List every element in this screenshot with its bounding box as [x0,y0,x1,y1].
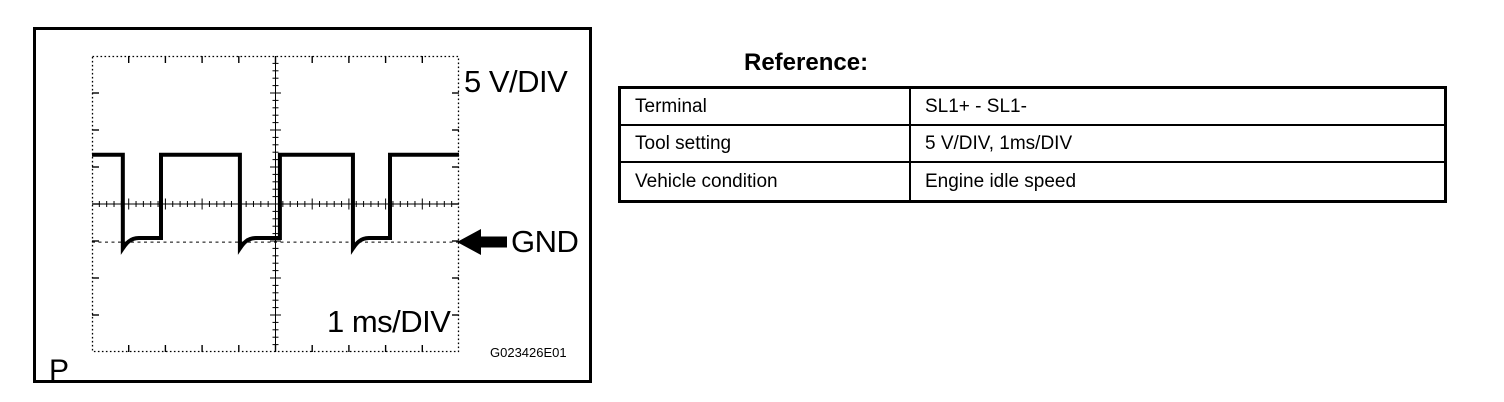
reference-title: Reference: [744,49,869,76]
scope-figure-frame: 5 V/DIV 1 ms/DIV GND P G023426E01 [33,27,592,387]
reference-table: Terminal SL1+ - SL1- Tool setting 5 V/DI… [618,86,1447,203]
figure-code: G023426E01 [490,345,567,360]
gnd-arrow-icon [457,229,507,255]
panel-marker: P [49,354,70,387]
table-row-label: Tool setting [621,126,911,163]
gnd-label: GND [511,224,579,259]
table-row-label: Terminal [621,89,911,126]
table-row-value: 5 V/DIV, 1ms/DIV [911,126,1444,163]
volts-per-div-label: 5 V/DIV [464,64,568,99]
table-row-label: Vehicle condition [621,163,911,200]
scope-grid-svg [91,55,460,353]
time-per-div-label: 1 ms/DIV [327,304,451,339]
table-row-value: Engine idle speed [925,170,1077,192]
table-row-value: SL1+ - SL1- [911,89,1444,126]
